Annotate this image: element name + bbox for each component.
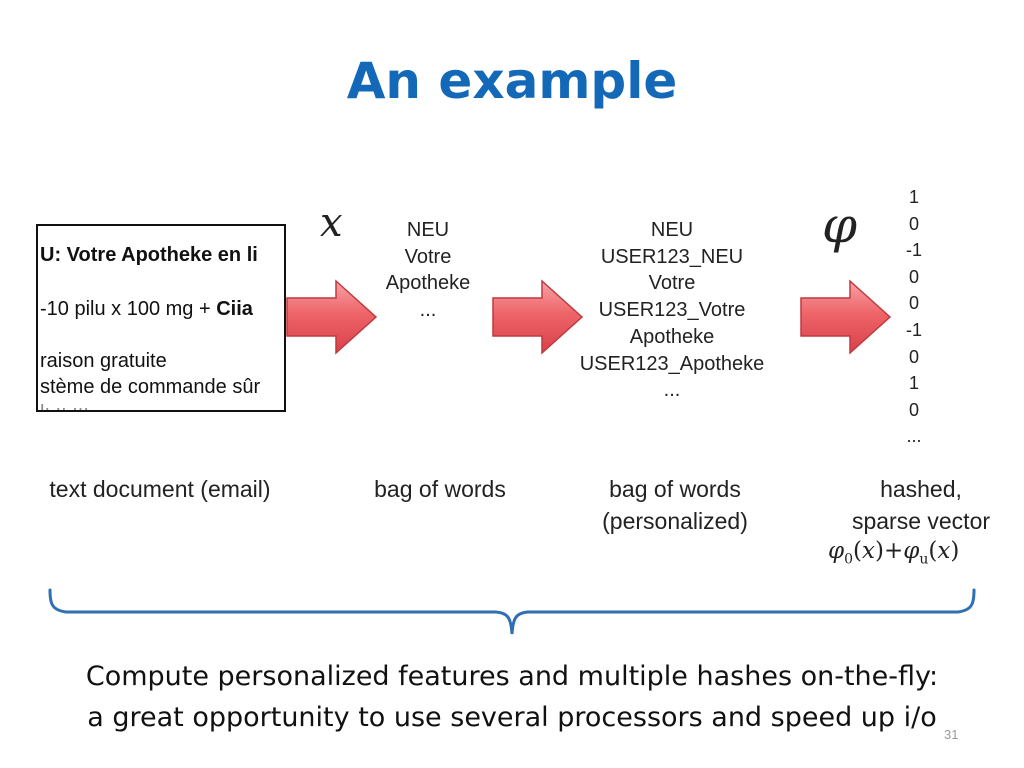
x-symbol: x [320, 200, 343, 246]
document-line-2: -10 pilu x 100 mg + Ciia [40, 298, 253, 321]
bag-of-words-list: NEU Votre Apotheke ... [368, 217, 488, 324]
document-line-2-bold: Ciia [216, 298, 253, 320]
word-item: Apotheke [385, 272, 471, 295]
document-line-2-prefix: -10 pilu x 100 mg + [40, 298, 217, 320]
word-item: ... [419, 299, 437, 322]
arrow-right-icon [492, 279, 584, 355]
vector-entry: ... [906, 426, 922, 447]
formula-phi: φ [828, 538, 845, 564]
vector-entry: 0 [908, 213, 919, 234]
document-line-cut: lı ıı ııı [40, 402, 89, 410]
word-item: NEU [650, 219, 694, 241]
formula-x: x [937, 538, 951, 564]
word-item: USER123_Apotheke [579, 352, 765, 375]
document-line-4: stème de commande sûr [40, 376, 261, 398]
caption-text-document: text document (email) [49, 476, 271, 502]
caption-line: sparse vector [851, 508, 991, 534]
page-number: 31 [944, 727, 959, 742]
vector-entry: 0 [908, 266, 919, 287]
word-item: USER123_Votre [598, 299, 746, 322]
vector-entry: -1 [905, 319, 922, 340]
caption-bag-of-words: bag of words [374, 476, 506, 502]
formula-phi: φ [903, 538, 920, 564]
hashed-vector: 1 0 -1 0 0 -1 0 1 0 ... [899, 184, 929, 450]
word-item: USER123_NEU [600, 245, 744, 268]
document-line-1: U: Votre Apotheke en li [40, 244, 258, 267]
vector-entry: 0 [908, 346, 919, 367]
email-document-snapshot: U: Votre Apotheke en li -10 pilu x 100 m… [36, 224, 286, 412]
formula-sub-zero: 0 [844, 551, 854, 568]
arrow-right-icon [286, 279, 378, 355]
formula-plus: + [883, 538, 904, 564]
caption-line: bag of words [609, 476, 741, 502]
curly-brace-icon [48, 588, 976, 635]
formula-sub-u: u [919, 551, 929, 568]
vector-entry: 0 [908, 399, 919, 420]
document-line-1-prefix: U: [40, 244, 67, 266]
caption-line: (personalized) [602, 508, 748, 534]
caption-bag-of-words-personalized: bag of words (personalized) [570, 473, 780, 537]
vector-entry: -1 [905, 240, 922, 261]
personalized-words-list: NEU USER123_NEU Votre USER123_Votre Apot… [562, 217, 782, 404]
caption-line: hashed, [880, 476, 962, 502]
document-line-3: raison gratuite [40, 350, 167, 372]
hash-formula: φ0(x)+φu(x) [828, 538, 960, 568]
formula-x: x [862, 538, 875, 564]
word-item: NEU [406, 219, 450, 241]
vector-entry: 1 [908, 187, 919, 207]
phi-symbol: φ [822, 196, 858, 254]
word-item: ... [663, 379, 681, 402]
document-line-1-bold: Votre Apotheke en li [66, 244, 258, 266]
summary-line-2: a great opportunity to use several proce… [87, 702, 937, 733]
arrow-right-icon [800, 279, 892, 355]
summary-text: Compute personalized features and multip… [0, 656, 1024, 738]
word-item: Apotheke [629, 325, 715, 348]
summary-line-1: Compute personalized features and multip… [85, 661, 939, 692]
caption-hashed-vector: hashed, sparse vector [826, 473, 1016, 537]
word-item: Votre [404, 245, 452, 268]
vector-entry: 1 [908, 373, 919, 394]
word-item: Votre [648, 272, 696, 295]
slide-title: An example [346, 52, 678, 110]
vector-entry: 0 [908, 293, 919, 314]
